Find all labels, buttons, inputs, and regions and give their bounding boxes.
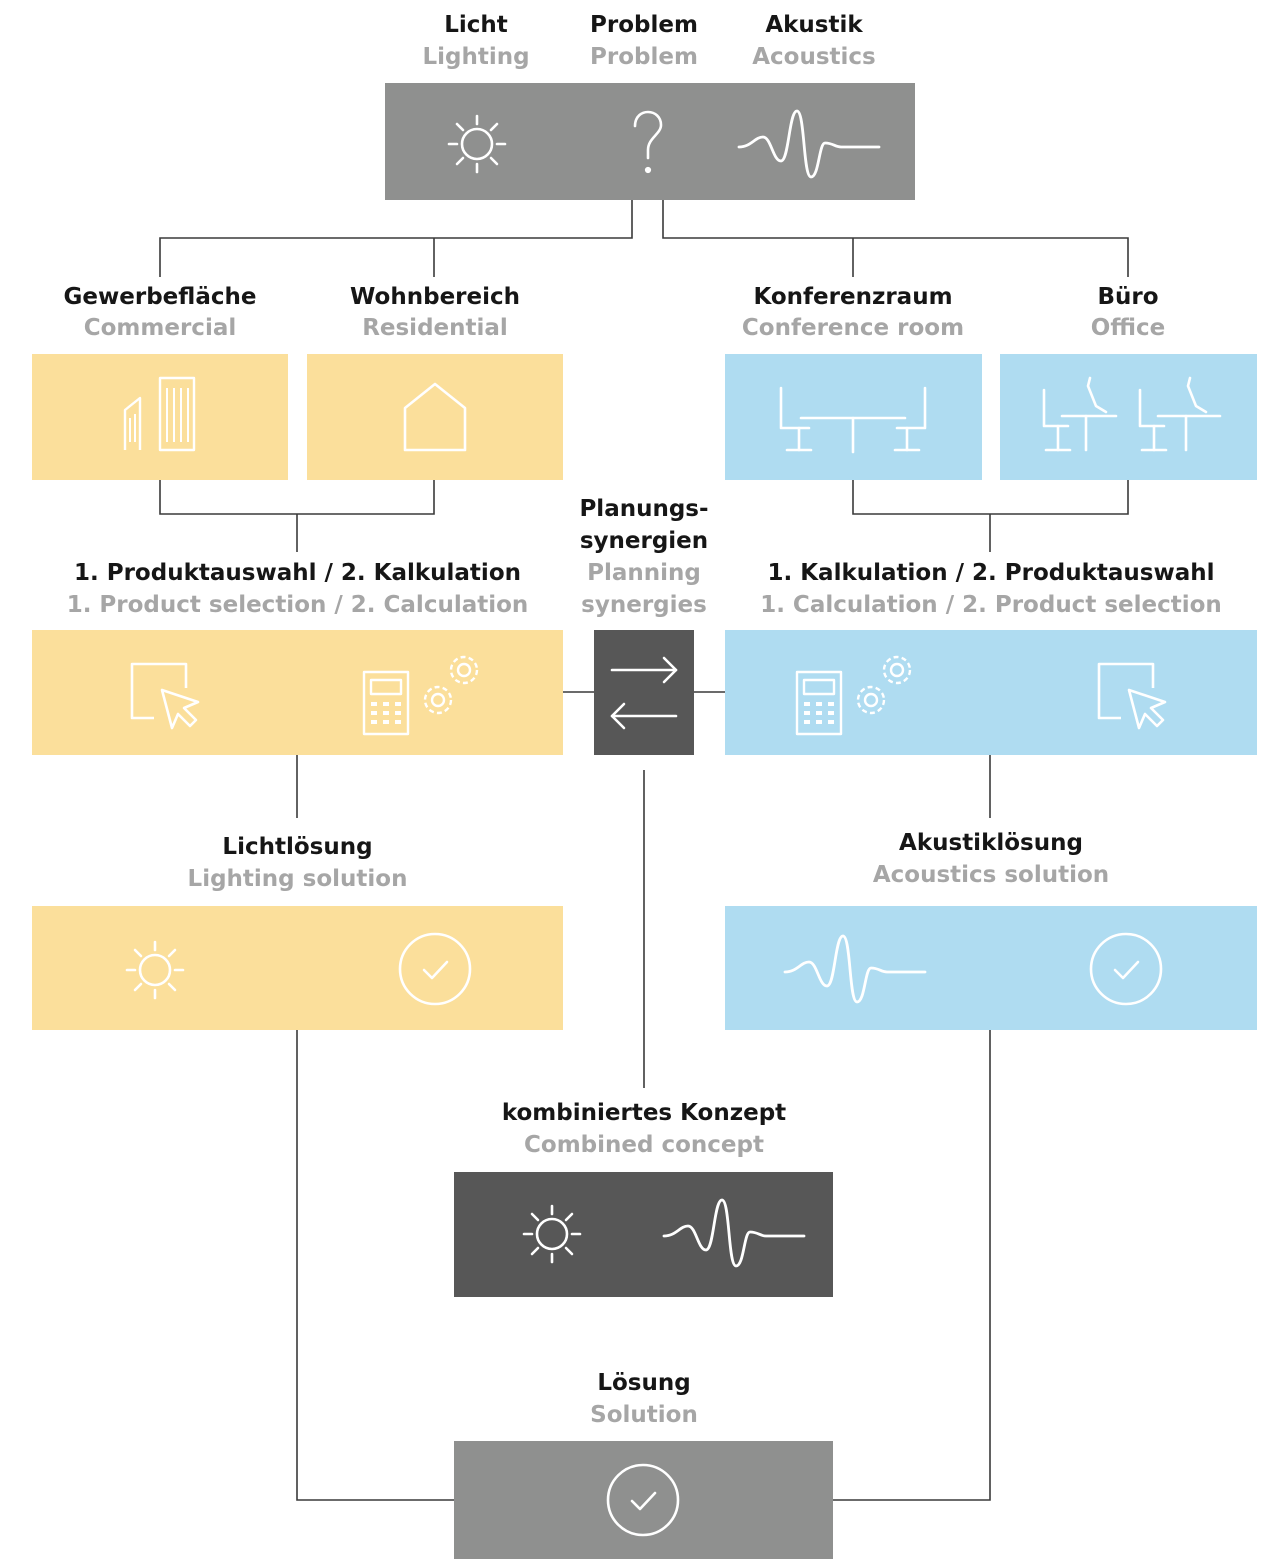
problem-en-label: Problem [590, 44, 698, 70]
solution-label: Solution [590, 1402, 698, 1428]
process-left-de: 1. Produktauswahl / 2. Kalkulation [73, 560, 521, 586]
acoustics-solution-box [725, 906, 1257, 1030]
combined-concept-box [454, 1172, 833, 1297]
residential-label: Residential [362, 315, 508, 341]
process-left-en: 1. Product selection / 2. Calculation [66, 592, 529, 618]
conference-box [725, 354, 982, 480]
synergies-en-2: synergies [581, 592, 707, 618]
buero-label: Büro [1097, 284, 1159, 310]
calculator-gears-icon [791, 648, 921, 744]
lichtloesung-label: Lichtlösung [222, 834, 373, 860]
commercial-box [32, 354, 288, 480]
cursor-window-icon [1095, 658, 1171, 734]
gewerbe-label: Gewerbefläche [63, 284, 257, 310]
synergies-box [594, 630, 694, 755]
solution-box [454, 1441, 833, 1559]
sun-icon [115, 930, 195, 1010]
process-right-de: 1. Kalkulation / 2. Produktauswahl [767, 560, 1215, 586]
synergies-de-2: synergien [579, 528, 709, 554]
sound-wave-icon [735, 101, 885, 185]
residential-box [307, 354, 563, 480]
synergies-en-1: Planning [587, 560, 701, 586]
cursor-window-icon [128, 658, 204, 734]
akustik-label: Akustik [765, 12, 863, 38]
lighting-solution-label: Lighting solution [187, 866, 408, 892]
office-desk-icon [1038, 372, 1228, 458]
lighting-label: Lighting [422, 44, 530, 70]
check-circle-icon [1087, 930, 1165, 1008]
house-icon [397, 374, 473, 460]
sun-icon [512, 1194, 592, 1274]
calculator-gears-icon [358, 648, 488, 744]
sun-icon [437, 104, 517, 184]
problem-label: Problem [590, 12, 698, 38]
process-left-box [32, 630, 563, 755]
office-box [1000, 354, 1257, 480]
sound-wave-icon [660, 1190, 810, 1274]
buildings-icon [120, 372, 200, 462]
check-circle-icon [604, 1461, 682, 1539]
conference-table-icon [773, 378, 933, 458]
kombiniert-label: kombiniertes Konzept [501, 1100, 787, 1126]
question-icon [618, 104, 678, 184]
sound-wave-icon [781, 926, 931, 1010]
process-right-box [725, 630, 1257, 755]
conference-label: Conference room [741, 315, 965, 341]
konferenz-label: Konferenzraum [753, 284, 953, 310]
exchange-arrows-icon [608, 654, 680, 732]
process-right-en: 1. Calculation / 2. Product selection [760, 592, 1222, 618]
wohnbereich-label: Wohnbereich [350, 284, 520, 310]
combined-concept-label: Combined concept [524, 1132, 764, 1158]
synergies-de-1: Planungs- [579, 496, 709, 522]
office-label: Office [1090, 315, 1166, 341]
lighting-solution-box [32, 906, 563, 1030]
acoustics-solution-label: Acoustics solution [872, 862, 1110, 888]
check-circle-icon [396, 930, 474, 1008]
licht-label: Licht [444, 12, 508, 38]
commercial-label: Commercial [83, 315, 237, 341]
akustikloesung-label: Akustiklösung [899, 830, 1083, 856]
loesung-label: Lösung [597, 1370, 691, 1396]
problem-box [385, 83, 915, 200]
acoustics-label: Acoustics [752, 44, 876, 70]
